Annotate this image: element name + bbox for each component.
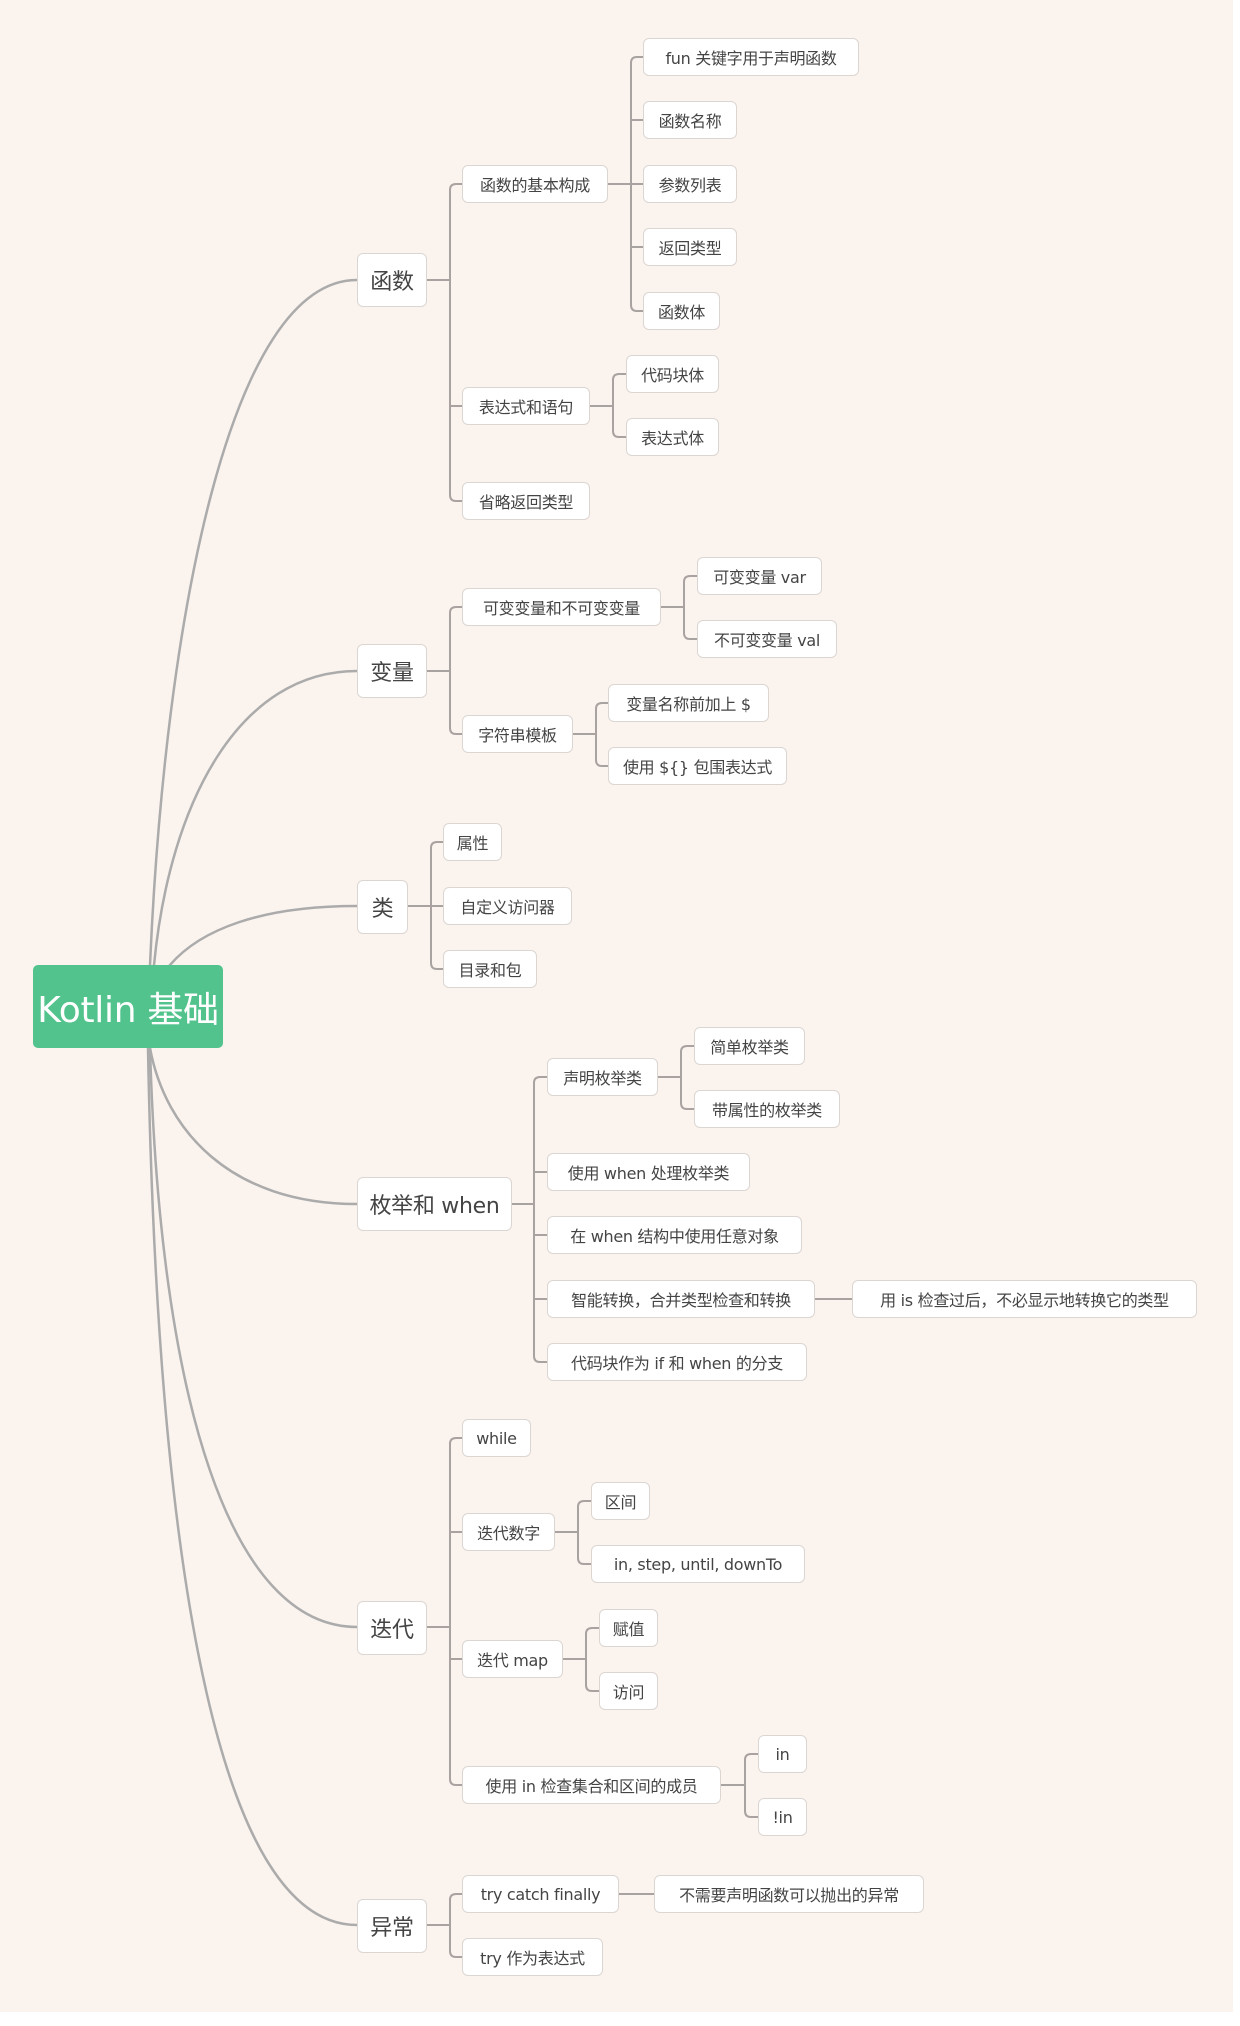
subtopic-in[interactable]: in (758, 1735, 807, 1773)
topic-when-arbitrary-objects[interactable]: 在 when 结构中使用任意对象 (547, 1216, 802, 1254)
branch-variables[interactable]: 变量 (357, 644, 427, 698)
subtopic-function-body[interactable]: 函数体 (643, 292, 720, 330)
topic-directories-packages[interactable]: 目录和包 (443, 950, 537, 988)
topic-declare-enum[interactable]: 声明枚举类 (547, 1058, 658, 1096)
subtopic-function-name[interactable]: 函数名称 (643, 101, 737, 139)
branch-enums-when[interactable]: 枚举和 when (357, 1177, 512, 1231)
subtopic-val[interactable]: 不可变变量 val (697, 620, 837, 658)
subtopic-not-in[interactable]: !in (758, 1798, 807, 1836)
subtopic-simple-enum[interactable]: 简单枚举类 (694, 1027, 805, 1065)
topic-expressions-statements[interactable]: 表达式和语句 (462, 387, 590, 425)
topic-mutable-immutable[interactable]: 可变变量和不可变变量 (462, 588, 661, 626)
subtopic-dollar-prefix[interactable]: 变量名称前加上 $ (608, 684, 769, 722)
topic-iterate-map[interactable]: 迭代 map (462, 1640, 563, 1678)
topic-iterate-numbers[interactable]: 迭代数字 (462, 1513, 555, 1551)
subtopic-expression-body[interactable]: 表达式体 (626, 418, 719, 456)
subtopic-var[interactable]: 可变变量 var (697, 557, 822, 595)
subtopic-range-keywords[interactable]: in, step, until, downTo (591, 1545, 805, 1583)
topic-try-catch-finally[interactable]: try catch finally (462, 1875, 619, 1913)
subtopic-no-declared-exceptions[interactable]: 不需要声明函数可以抛出的异常 (654, 1875, 924, 1913)
topic-try-as-expression[interactable]: try 作为表达式 (462, 1938, 603, 1976)
subtopic-assign[interactable]: 赋值 (599, 1609, 658, 1647)
branch-exceptions[interactable]: 异常 (357, 1899, 427, 1953)
subtopic-fun-keyword[interactable]: fun 关键字用于声明函数 (643, 38, 859, 76)
subtopic-is-check[interactable]: 用 is 检查过后，不必显示地转换它的类型 (852, 1280, 1197, 1318)
topic-string-templates[interactable]: 字符串模板 (462, 715, 573, 753)
root-node[interactable]: Kotlin 基础 (33, 965, 223, 1048)
topic-smart-casts[interactable]: 智能转换，合并类型检查和转换 (547, 1280, 815, 1318)
subtopic-block-body[interactable]: 代码块体 (626, 355, 719, 393)
topic-omit-return-type[interactable]: 省略返回类型 (462, 482, 590, 520)
subtopic-dollar-braces[interactable]: 使用 ${} 包围表达式 (608, 747, 787, 785)
subtopic-return-type[interactable]: 返回类型 (643, 228, 737, 266)
branch-functions[interactable]: 函数 (357, 253, 427, 307)
branch-classes[interactable]: 类 (357, 880, 408, 934)
branch-iteration[interactable]: 迭代 (357, 1601, 427, 1655)
subtopic-ranges[interactable]: 区间 (591, 1482, 650, 1520)
topic-blocks-as-branches[interactable]: 代码块作为 if 和 when 的分支 (547, 1343, 807, 1381)
topic-in-membership[interactable]: 使用 in 检查集合和区间的成员 (462, 1766, 721, 1804)
topic-properties[interactable]: 属性 (443, 823, 502, 861)
subtopic-enum-with-properties[interactable]: 带属性的枚举类 (694, 1090, 840, 1128)
topic-when-with-enum[interactable]: 使用 when 处理枚举类 (547, 1153, 750, 1191)
topic-while[interactable]: while (462, 1419, 531, 1457)
topic-function-structure[interactable]: 函数的基本构成 (462, 165, 608, 203)
subtopic-access[interactable]: 访问 (599, 1672, 658, 1710)
subtopic-parameter-list[interactable]: 参数列表 (643, 165, 737, 203)
topic-custom-accessors[interactable]: 自定义访问器 (443, 887, 572, 925)
